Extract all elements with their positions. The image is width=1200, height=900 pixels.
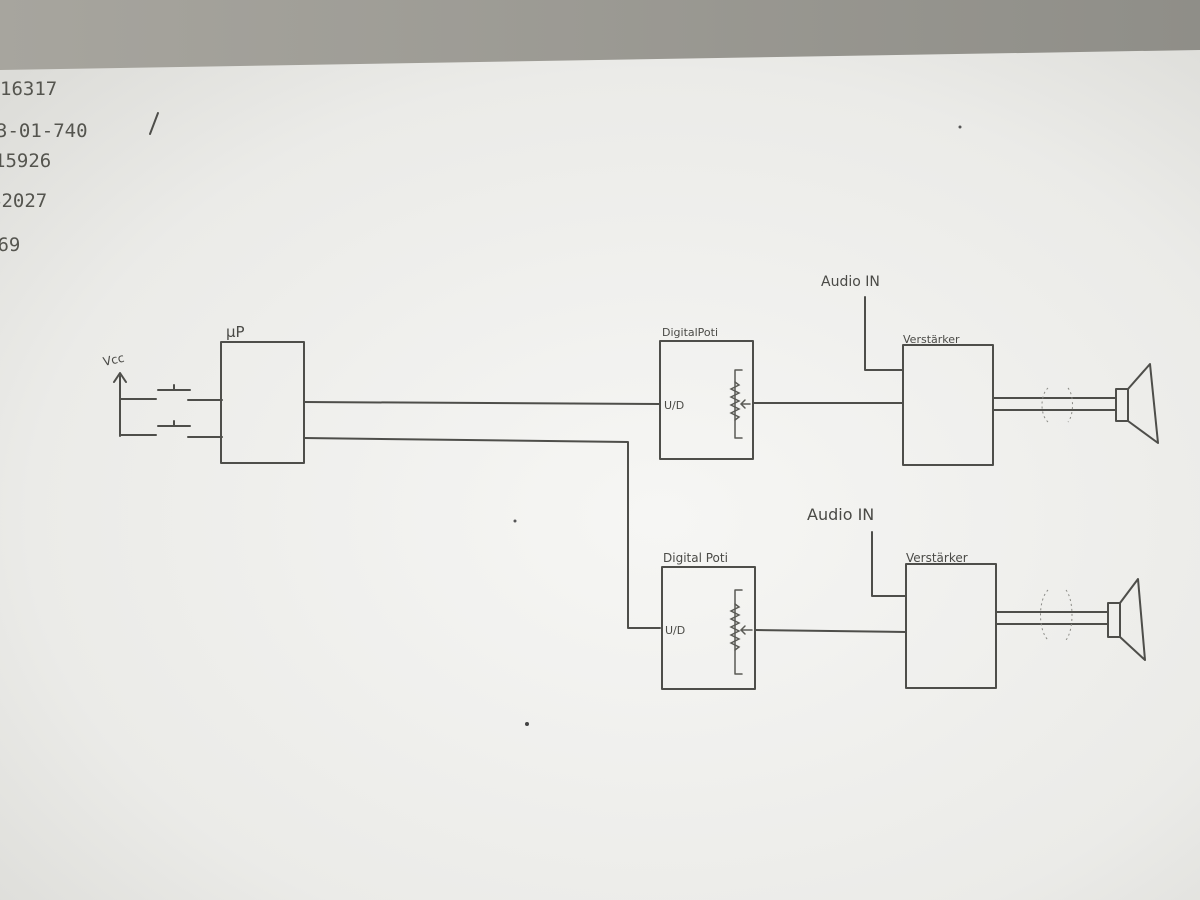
speaker-top-icon	[1115, 363, 1159, 444]
speaker-top-wire	[992, 397, 1117, 411]
pencil-dot	[513, 519, 517, 523]
audio-in-bottom-wire	[871, 531, 907, 597]
amplifier-bottom-box	[905, 563, 997, 689]
digital-poti-bottom-box	[661, 566, 756, 690]
pencil-dot	[525, 722, 529, 726]
vcc-label: Vcc	[102, 351, 126, 369]
pencil-dot	[958, 125, 962, 129]
potentiometer-bottom-wiper-icon	[739, 625, 753, 635]
speaker-bottom-wire	[995, 611, 1109, 625]
control-wires	[303, 401, 661, 629]
potentiometer-top-wiper-icon	[739, 399, 751, 409]
potentiometer-bottom-resistor-icon	[729, 603, 741, 651]
digital-poti-top-box	[659, 340, 754, 460]
slash-mark	[149, 112, 159, 135]
margin-note-3: 15926	[0, 150, 51, 172]
digital-poti-bottom-label: Digital Poti	[663, 551, 728, 565]
erased-mark-bottom	[1040, 589, 1073, 641]
wire-up-down-top	[303, 401, 661, 405]
amplifier-top: Verstärker Audio IN	[821, 274, 1117, 466]
vcc-arrow-icon	[113, 372, 127, 383]
amplifier-top-box	[902, 344, 994, 466]
speaker-bottom-icon	[1107, 578, 1146, 661]
digital-poti-top: DigitalPoti U/D	[659, 326, 754, 460]
vcc-switch-group: Vcc	[102, 351, 223, 438]
audio-in-top-wire	[864, 296, 904, 371]
audio-in-top-label: Audio IN	[821, 274, 880, 290]
wire-up-down-bottom	[303, 437, 661, 629]
audio-in-bottom-label: Audio IN	[807, 505, 874, 524]
margin-note-5: 569	[0, 234, 20, 256]
digital-poti-top-label: DigitalPoti	[662, 326, 718, 339]
switch-1-button	[157, 384, 191, 391]
amplifier-top-label: Verstärker	[903, 333, 960, 346]
margin-note-1: 16317	[0, 78, 57, 100]
amplifier-bottom-label: Verstärker	[906, 551, 968, 565]
margin-note-2: 3-01-740	[0, 120, 88, 142]
potentiometer-top-resistor-icon	[729, 381, 741, 421]
amplifier-bottom: Verstärker Audio IN	[807, 505, 1109, 689]
digital-poti-top-ud-label: U/D	[664, 399, 684, 412]
digital-poti-bottom-ud-label: U/D	[665, 624, 685, 637]
wire-poti-amp-bottom	[754, 629, 907, 633]
microcontroller-label: µP	[226, 323, 245, 341]
switch-2-button	[157, 420, 191, 427]
digital-poti-bottom: Digital Poti U/D	[661, 551, 756, 690]
paper-sheet	[0, 50, 1200, 900]
